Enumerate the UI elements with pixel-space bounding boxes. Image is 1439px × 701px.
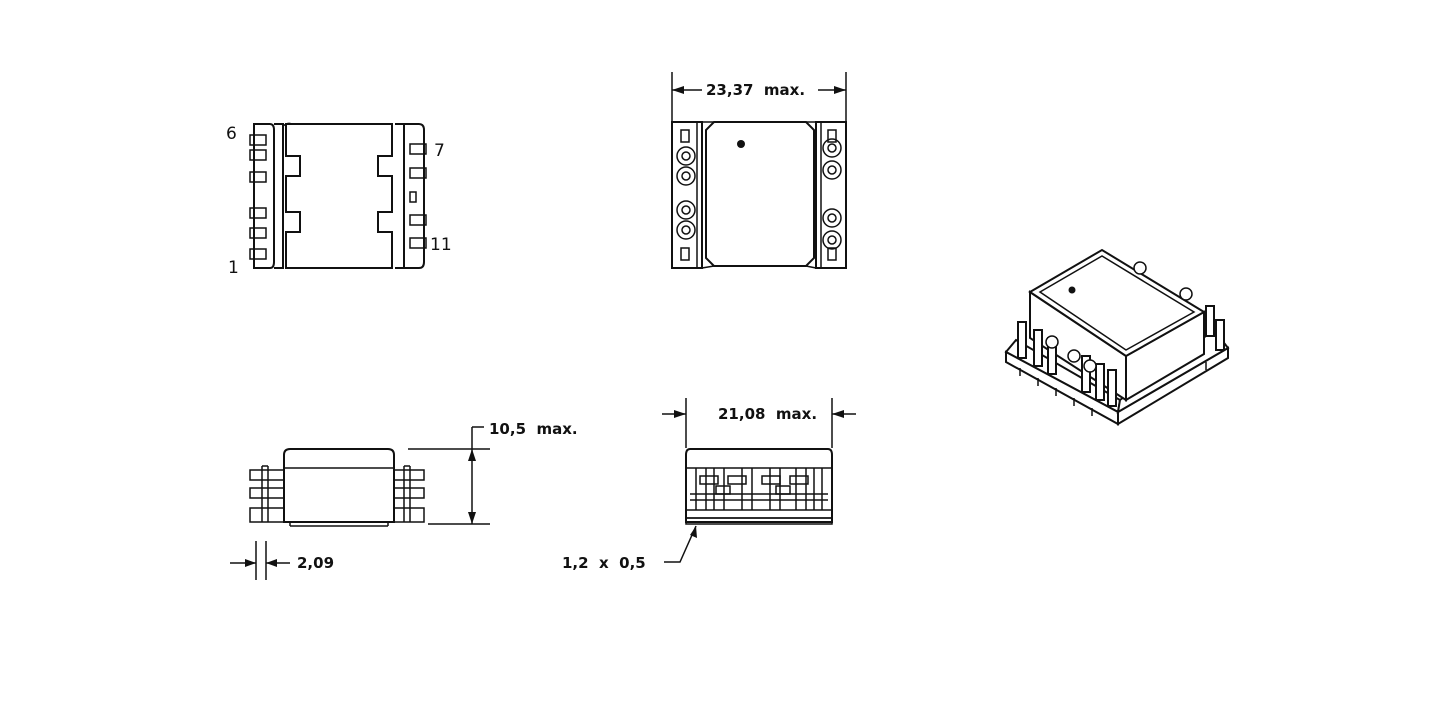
pad-dimension: 1,2 x 0,5 xyxy=(562,554,646,572)
side-view: 10,5 max. 2,09 xyxy=(230,420,578,580)
bottom-width-dimension: 23,37 max. xyxy=(706,81,805,99)
pin-label-1: 1 xyxy=(228,258,239,278)
pin-label-11: 11 xyxy=(430,235,452,255)
top-view: 6 1 7 11 xyxy=(226,122,452,278)
pin-label-7: 7 xyxy=(434,141,445,161)
pin-pitch-dimension: 2,09 xyxy=(297,554,334,572)
front-width-dimension: 21,08 max. xyxy=(718,405,817,423)
bottom-view: 23,37 max. xyxy=(671,72,847,269)
front-view: 21,08 max. xyxy=(562,398,856,572)
isometric-view xyxy=(1004,248,1230,426)
pin-label-6: 6 xyxy=(226,124,237,144)
height-dimension: 10,5 max. xyxy=(489,420,578,438)
